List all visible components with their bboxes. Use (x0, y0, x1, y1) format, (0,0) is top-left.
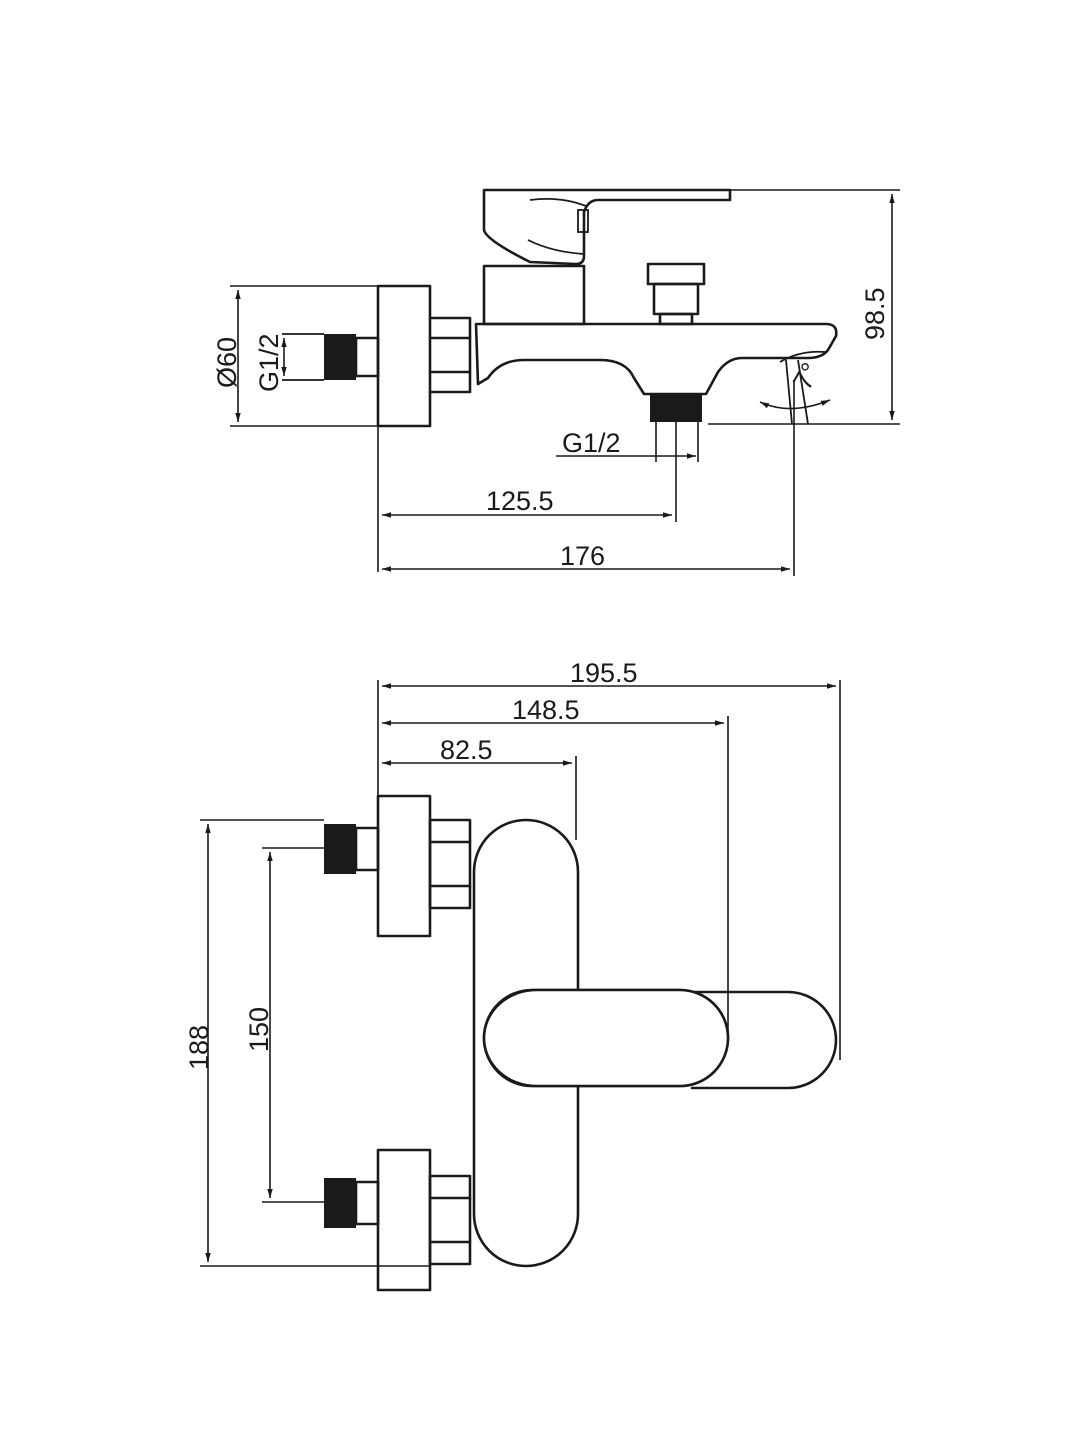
connector-nut-top-lower (428, 1174, 472, 1266)
lever-column-side (482, 264, 586, 326)
connector-nut-top-upper (428, 818, 472, 910)
dim-total-width-label: 195.5 (570, 658, 638, 688)
wall-escutcheon-side (376, 284, 432, 428)
dim-total-height-label: 188 (184, 1025, 214, 1070)
dim-outlet-thread-label: G1/2 (562, 428, 621, 458)
dim-handle-reach-label: 148.5 (512, 695, 580, 725)
wall-escutcheon-top-lower (376, 1148, 432, 1292)
faucet-body-side (474, 322, 838, 396)
wall-escutcheon-top-upper (376, 794, 432, 938)
dim-height-label: 98.5 (860, 287, 890, 340)
side-view: 7° 98.5 Ø60 G1/2 G1/2 125.5 176 (212, 188, 900, 576)
inlet-thread-top-upper (324, 824, 356, 874)
dim-body-depth-label: 82.5 (440, 735, 493, 765)
top-view: 195.5 148.5 82.5 188 150 (184, 658, 841, 1292)
dim-inlet-centers-label: 150 (244, 1007, 274, 1052)
dim-inlet-thread-label: G1/2 (254, 333, 284, 392)
spout-top (690, 990, 838, 1090)
outlet-thread-side (650, 394, 702, 422)
lever-handle-side (482, 188, 732, 266)
dim-spout-reach-label: 176 (560, 541, 605, 571)
dim-angle: 7° (787, 358, 826, 395)
diverter-knob-side (646, 262, 706, 286)
connector-nut-side (428, 316, 472, 394)
inlet-thread-top-lower (324, 1178, 356, 1228)
dim-outlet-offset-label: 125.5 (486, 486, 554, 516)
inlet-thread-side (324, 334, 356, 380)
dim-diameter-label: Ø60 (212, 337, 242, 388)
